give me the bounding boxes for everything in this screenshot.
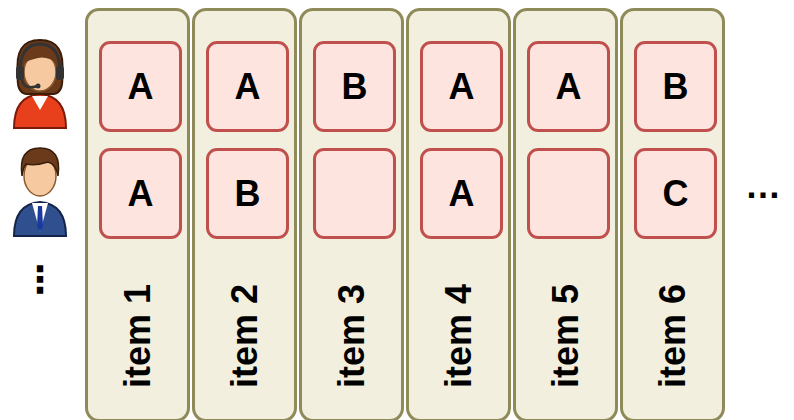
label-letter: A — [556, 66, 582, 108]
label-cell: A — [420, 41, 503, 132]
label-cell: A — [99, 148, 182, 239]
label-cell: A — [99, 41, 182, 132]
item-label: item 3 — [331, 284, 373, 388]
user-man-icon — [8, 142, 72, 238]
item-column: item 6 B C — [620, 8, 725, 420]
item-label: item 1 — [117, 284, 159, 388]
label-letter: A — [449, 173, 475, 215]
label-letter: B — [235, 173, 261, 215]
item-column: item 5 A — [513, 8, 618, 420]
label-cell: C — [634, 148, 717, 239]
label-letter: C — [663, 173, 689, 215]
label-letter: A — [128, 173, 154, 215]
more-annotators-ellipsis: ⋮ — [22, 262, 58, 298]
item-column: item 4 A A — [406, 8, 511, 420]
more-items-ellipsis: … — [745, 168, 781, 204]
label-cell: A — [527, 41, 610, 132]
empty-cell — [313, 148, 396, 239]
label-letter: B — [663, 66, 689, 108]
item-label: item 2 — [224, 284, 266, 388]
empty-cell — [527, 148, 610, 239]
item-column: item 2 A B — [192, 8, 297, 420]
item-column: item 1 A A — [85, 8, 190, 420]
label-letter: A — [128, 66, 154, 108]
label-cell: B — [634, 41, 717, 132]
label-letter: B — [342, 66, 368, 108]
item-label: item 5 — [545, 284, 587, 388]
label-letter: A — [449, 66, 475, 108]
label-cell: B — [206, 148, 289, 239]
item-label: item 4 — [438, 284, 480, 388]
item-column: item 3 B — [299, 8, 404, 420]
label-cell: A — [206, 41, 289, 132]
item-label: item 6 — [652, 284, 694, 388]
label-cell: B — [313, 41, 396, 132]
label-cell: A — [420, 148, 503, 239]
label-letter: A — [235, 66, 261, 108]
operator-woman-icon — [8, 34, 72, 130]
